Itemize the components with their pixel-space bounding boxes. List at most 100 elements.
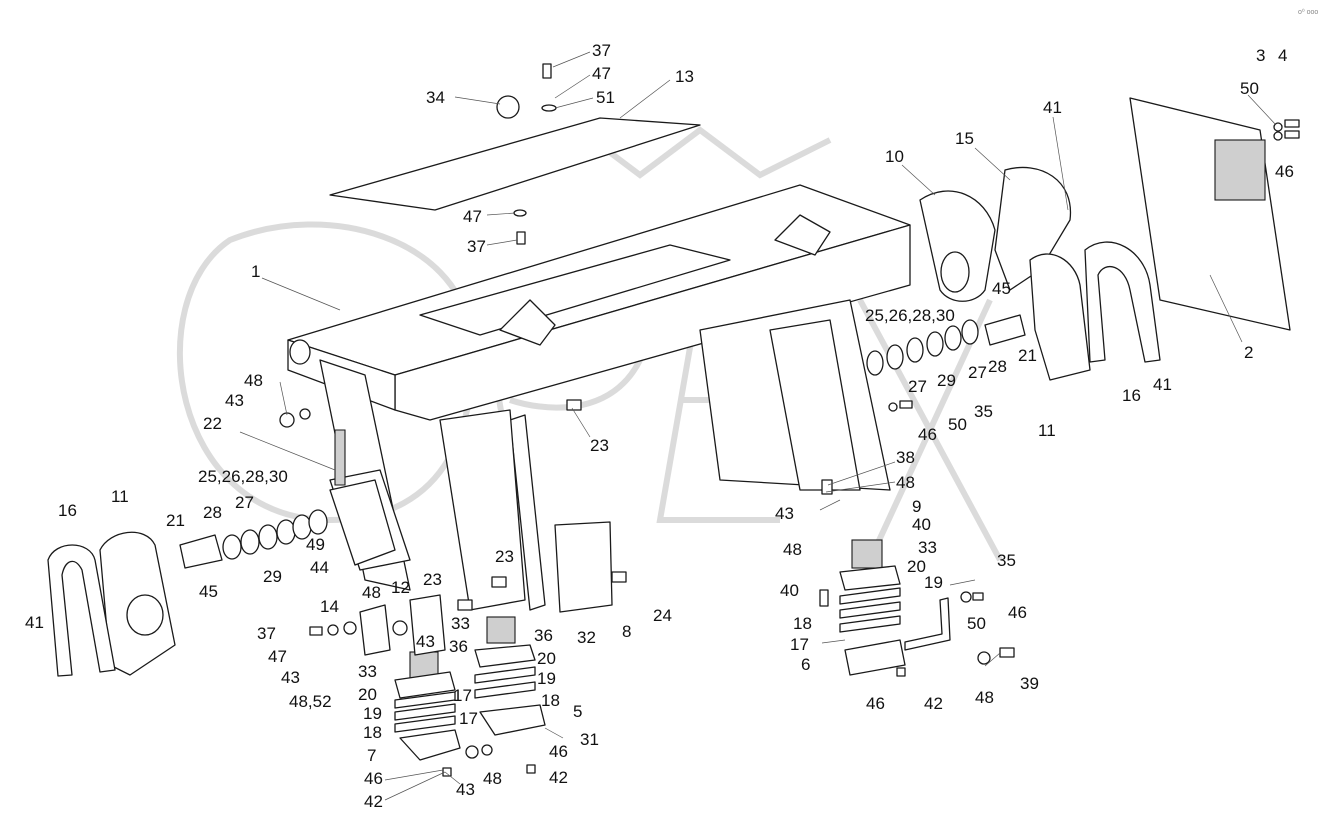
callout: 47: [463, 207, 482, 226]
callout: 27: [968, 363, 987, 382]
callout: 43: [456, 780, 475, 799]
leader-lines: [239, 51, 1277, 801]
callout: 15: [955, 129, 974, 148]
callout: 17: [790, 635, 809, 654]
callout: 48,52: [289, 692, 332, 711]
callout: 3: [1256, 46, 1265, 65]
callout: 20: [537, 649, 556, 668]
callout: 1: [251, 262, 260, 281]
callout: 50: [967, 614, 986, 633]
callout: 28: [988, 357, 1007, 376]
callout: 20: [907, 557, 926, 576]
callout: 27: [235, 493, 254, 512]
callout: 48: [896, 473, 915, 492]
callout: 46: [918, 425, 937, 444]
callout: 37: [257, 624, 276, 643]
callout: 50: [1240, 79, 1259, 98]
callout: 28: [203, 503, 222, 522]
callout: 43: [416, 632, 435, 651]
callout: 13: [675, 67, 694, 86]
callout: 43: [775, 504, 794, 523]
callout: 40: [912, 515, 931, 534]
callout: 9: [912, 497, 921, 516]
callout: 24: [653, 606, 672, 625]
right-shaft-assembly: [866, 314, 1026, 376]
corner-mark: о⁰ ооо: [1298, 8, 1318, 16]
callout: 18: [793, 614, 812, 633]
callout: 46: [549, 742, 568, 761]
callout: 36: [534, 626, 553, 645]
callout: 17: [459, 709, 478, 728]
middle-plates: [409, 521, 613, 656]
callout: 43: [281, 668, 300, 687]
callout: 21: [1018, 346, 1037, 365]
callout: 37: [467, 237, 486, 256]
callout: 33: [358, 662, 377, 681]
callout: 43: [225, 391, 244, 410]
callout: 50: [948, 415, 967, 434]
callout: 40: [780, 581, 799, 600]
callout: 6: [801, 655, 810, 674]
callout: 25,26,28,30: [198, 467, 288, 486]
callout: 31: [580, 730, 599, 749]
callout: 46: [1275, 162, 1294, 181]
callout: 48: [483, 769, 502, 788]
callout: 42: [549, 768, 568, 787]
callout: 41: [25, 613, 44, 632]
callout: 39: [1020, 674, 1039, 693]
callout: 8: [622, 622, 631, 641]
callout: 46: [866, 694, 885, 713]
callout: 21: [166, 511, 185, 530]
callout: 16: [1122, 386, 1141, 405]
callout: 23: [495, 547, 514, 566]
callout: 48: [783, 540, 802, 559]
callout: 33: [918, 538, 937, 557]
callout: 12: [391, 578, 410, 597]
callout: 7: [367, 746, 376, 765]
callout: 47: [268, 647, 287, 666]
callout: 19: [537, 669, 556, 688]
cover-plate-13: [329, 63, 701, 245]
left-mount-stack: [359, 604, 546, 761]
side-plate-2: [1129, 97, 1291, 331]
callout: 34: [426, 88, 445, 107]
callout: 16: [58, 501, 77, 520]
callout: 44: [310, 558, 329, 577]
callout: 19: [363, 704, 382, 723]
callout: 10: [885, 147, 904, 166]
left-shaft-assembly: [47, 509, 328, 677]
callout: 35: [974, 402, 993, 421]
callout: 5: [573, 702, 582, 721]
right-mount-stack: [819, 539, 951, 676]
callout: 29: [937, 371, 956, 390]
callout: 23: [423, 570, 442, 589]
callout: 23: [590, 436, 609, 455]
right-plates: [919, 166, 1161, 381]
fasteners: [279, 119, 1300, 777]
callout: 49: [306, 535, 325, 554]
main-frame-1: [287, 184, 911, 611]
callout: 51: [596, 88, 615, 107]
callout: 48: [362, 583, 381, 602]
callout: 17: [453, 686, 472, 705]
callout: 11: [1038, 421, 1056, 440]
callout: 18: [541, 691, 560, 710]
callout: 25,26,28,30: [865, 306, 955, 325]
callout: 45: [199, 582, 218, 601]
callout: 42: [364, 792, 383, 811]
callout: 22: [203, 414, 222, 433]
callout: 27: [908, 377, 927, 396]
callout: 29: [263, 567, 282, 586]
callout: 18: [363, 723, 382, 742]
callout-labels: 37 47 51 34 13 47 37 1 3 4 50 46 41 15 1…: [25, 8, 1318, 811]
callout: 48: [975, 688, 994, 707]
callout: 42: [924, 694, 943, 713]
callout: 36: [449, 637, 468, 656]
callout: 41: [1153, 375, 1172, 394]
callout: 19: [924, 573, 943, 592]
callout: 48: [244, 371, 263, 390]
callout: 38: [896, 448, 915, 467]
callout: 2: [1244, 343, 1253, 362]
